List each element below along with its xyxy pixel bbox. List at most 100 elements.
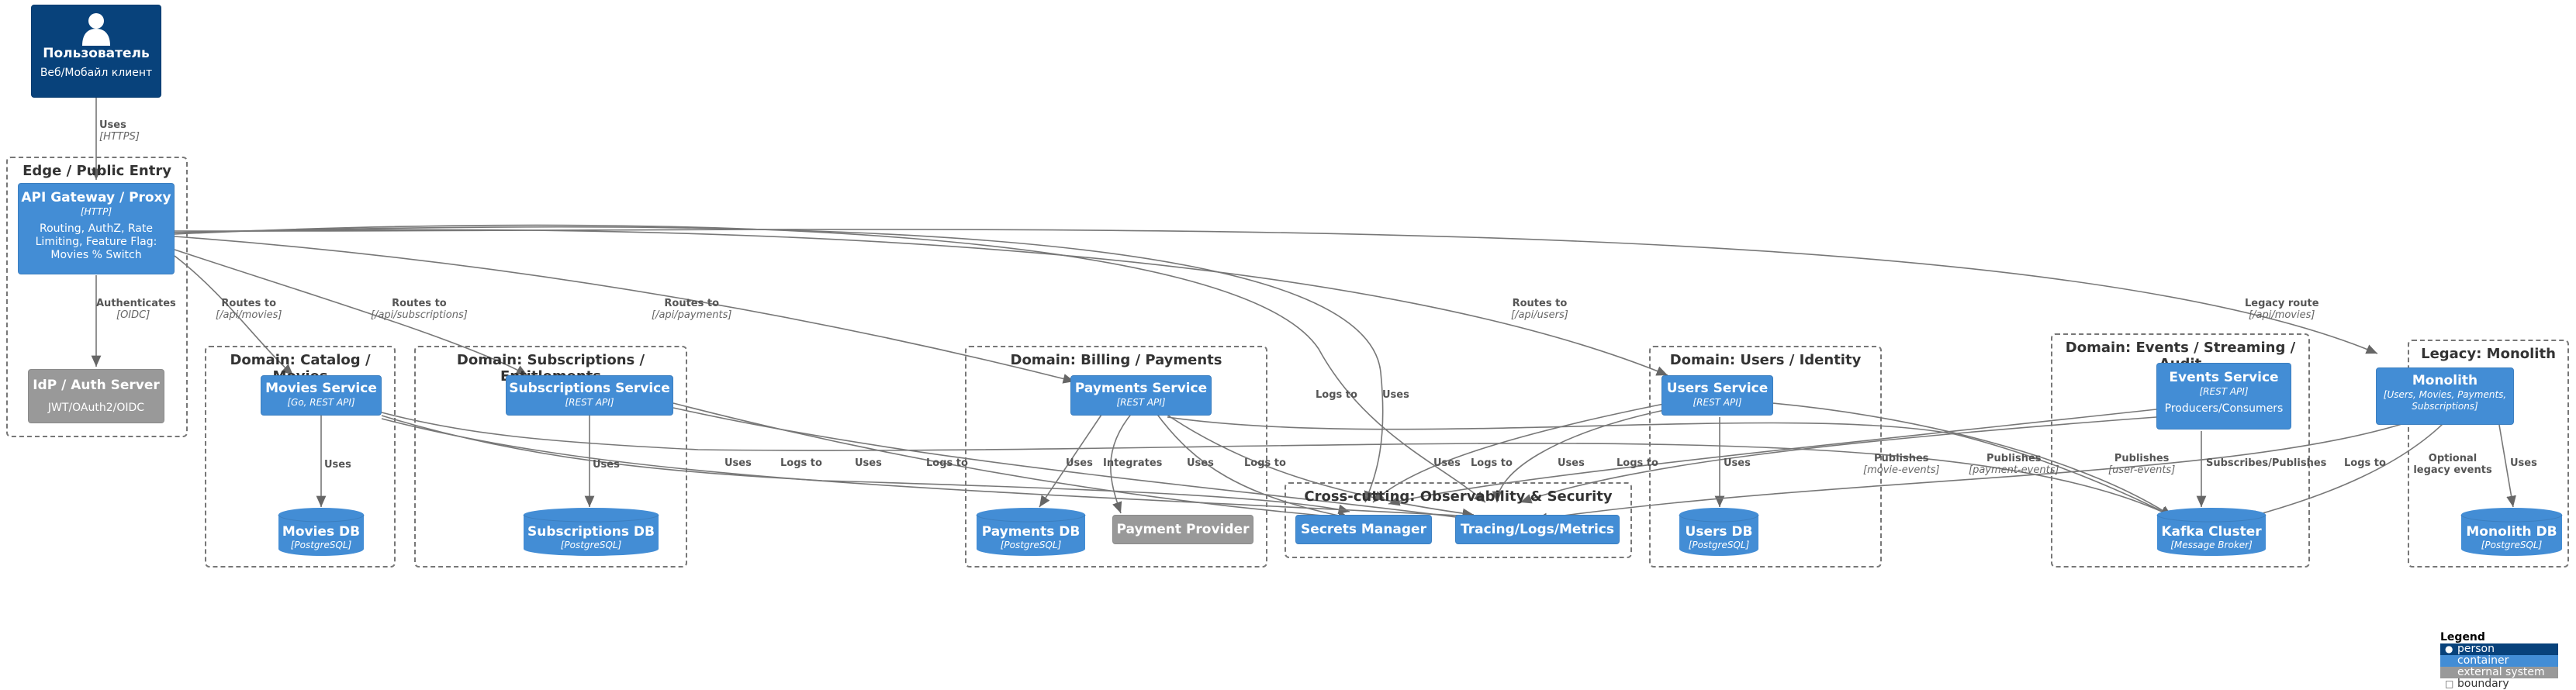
database-icon (976, 508, 1086, 556)
edge-events-tracing (1520, 416, 2157, 504)
node-events-service[interactable]: Events Service [REST API] Producers/Cons… (2156, 363, 2291, 430)
node-tech: [PostgreSQL] (290, 540, 352, 550)
node-secrets-manager[interactable]: Secrets Manager (1295, 515, 1432, 544)
rel-label-events-kafka: Subscribes/Publishes (2206, 457, 2326, 469)
rel-text: Publishes (1874, 453, 1929, 464)
node-tech: [REST API] (565, 397, 614, 408)
node-idp[interactable]: IdP / Auth Server JWT/OAuth2/OIDC (28, 369, 164, 423)
edge-monolith-db (2498, 424, 2516, 508)
node-title: Events Service (2169, 370, 2279, 385)
node-subscriptions-service[interactable]: Subscriptions Service [REST API] (506, 375, 673, 416)
node-monolith[interactable]: Monolith [Users, Movies, Payments, Subsc… (2376, 367, 2514, 425)
legend-label: container (2457, 654, 2509, 667)
db-subscriptions[interactable]: Subscriptions DB [PostgreSQL] (523, 507, 659, 557)
rel-label-payments-secrets: Uses (1187, 457, 1214, 469)
rel-text: Uses (99, 119, 126, 131)
legend-boundary: □ boundary (2440, 678, 2558, 690)
rel-text: Uses (1433, 457, 1461, 469)
rel-label-payments-tracing: Logs to (1244, 457, 1286, 469)
legend: Legend ● person container external syste… (2440, 631, 2558, 690)
rel-label-gateway-payments: Routes to [/api/payments] (652, 298, 731, 321)
node-tracing[interactable]: Tracing/Logs/Metrics (1455, 515, 1620, 544)
node-title: API Gateway / Proxy (21, 190, 171, 205)
rel-text: Logs to (1244, 457, 1286, 469)
person-icon (82, 13, 110, 46)
edge-gateway-tracing (174, 224, 1486, 503)
rel-label-users-db: Uses (1724, 457, 1751, 469)
boundary-title: Legacy: Monolith (2421, 346, 2556, 362)
db-monolith[interactable]: Monolith DB [PostgreSQL] (2460, 507, 2563, 557)
rel-text: Publishes (2114, 453, 2170, 464)
db-kafka[interactable]: Kafka Cluster [Message Broker] (2156, 507, 2267, 557)
edge-users-secrets (1372, 402, 1668, 503)
node-tech: [REST API] (1116, 397, 1166, 408)
relationship-lines (91, 98, 2516, 523)
edge-movies-tracing (381, 418, 1475, 521)
rel-label-events-secrets: Uses (1558, 457, 1585, 469)
rel-text: Uses (324, 459, 351, 471)
node-tech: [REST API] (2199, 386, 2249, 397)
node-api-gateway[interactable]: API Gateway / Proxy [HTTP] Routing, Auth… (18, 183, 175, 274)
edge-gateway-monolith (174, 229, 2378, 354)
node-description: JWT/OAuth2/OIDC (47, 402, 145, 414)
node-users-service[interactable]: Users Service [REST API] (1661, 375, 1773, 416)
node-payment-provider[interactable]: Payment Provider (1112, 515, 1253, 544)
rel-text: Logs to (1616, 457, 1658, 469)
rel-tech: [movie-events] (1863, 464, 1940, 476)
node-title: Secrets Manager (1301, 522, 1426, 537)
rel-text: Uses (593, 459, 620, 471)
node-tech: [Go, REST API] (287, 397, 355, 408)
node-tech: [PostgreSQL] (560, 540, 622, 550)
node-title: Kafka Cluster (2161, 524, 2262, 540)
rel-tech: [/api/movies] (216, 309, 282, 321)
rel-text: Logs to (1316, 389, 1357, 401)
rel-label-monolith-kafka: Optional legacy events (2412, 453, 2493, 476)
node-payments-service[interactable]: Payments Service [REST API] (1070, 375, 1212, 416)
rel-text: Uses (1558, 457, 1585, 469)
node-tech: [PostgreSQL] (2481, 540, 2543, 550)
rel-label-monolith-db: Uses (2510, 457, 2537, 469)
database-icon (2156, 508, 2267, 556)
edge-payments-tracing (1163, 412, 1475, 519)
node-title: Movies DB (282, 524, 361, 540)
node-movies-service[interactable]: Movies Service [Go, REST API] (261, 375, 382, 416)
db-users[interactable]: Users DB [PostgreSQL] (1679, 507, 1759, 557)
boundary-title: Edge / Public Entry (22, 163, 171, 179)
node-tech: [Message Broker] (2170, 540, 2253, 550)
node-title: Monolith (2412, 373, 2478, 388)
rel-label-monolith-tracing: Logs to (2344, 457, 2386, 469)
db-payments[interactable]: Payments DB [PostgreSQL] (976, 507, 1086, 557)
rel-label-payments-db: Uses (1066, 457, 1093, 469)
rel-text: Uses (2510, 457, 2537, 469)
rel-tech: [/api/payments] (652, 309, 732, 321)
rel-label-subs-db: Uses (593, 459, 620, 471)
legend-label: person (2457, 643, 2495, 655)
legend-external: external system (2440, 667, 2558, 678)
db-movies[interactable]: Movies DB [PostgreSQL] (278, 507, 365, 557)
database-icon (523, 508, 659, 556)
legend-container: container (2440, 655, 2558, 667)
node-tech: [PostgreSQL] (1688, 540, 1750, 550)
rel-label-movies-db: Uses (324, 459, 351, 471)
person-user[interactable]: Пользователь Веб/Мобайл клиент (31, 5, 161, 98)
edge-events-secrets (1388, 409, 2157, 506)
rel-label-payments-provider: Integrates (1103, 457, 1162, 469)
boundary-title: Cross-cutting: Observability & Security (1304, 488, 1613, 505)
boundary-icon: □ (2445, 678, 2454, 689)
edge-payments-secrets (1155, 412, 1350, 521)
edge-movies-kafka (381, 412, 2173, 517)
rel-tech: [/api/subscriptions] (371, 309, 468, 321)
rel-text: Subscribes/Publishes (2206, 457, 2327, 469)
node-title: Movies Service (265, 381, 377, 396)
edge-gateway-secrets (174, 226, 1384, 503)
rel-label-users-kafka: Publishes [user-events] (2108, 453, 2175, 476)
node-description: Producers/Consumers (2164, 402, 2284, 415)
rel-label-users-tracing: Logs to (1471, 457, 1513, 469)
node-tech: [Users, Movies, Payments, Subscriptions] (2383, 389, 2507, 412)
architecture-diagram: Edge / Public Entry Domain: Catalog / Mo… (6, 5, 2569, 690)
rel-label-gateway-users: Routes to [/api/users] (1511, 298, 1568, 321)
rel-label-gateway-idp: Authenticates [OIDC] (96, 298, 176, 321)
rel-label-movies-secrets: Uses (724, 457, 752, 469)
node-title: Users DB (1685, 524, 1753, 540)
node-title: Payment Provider (1116, 522, 1250, 537)
